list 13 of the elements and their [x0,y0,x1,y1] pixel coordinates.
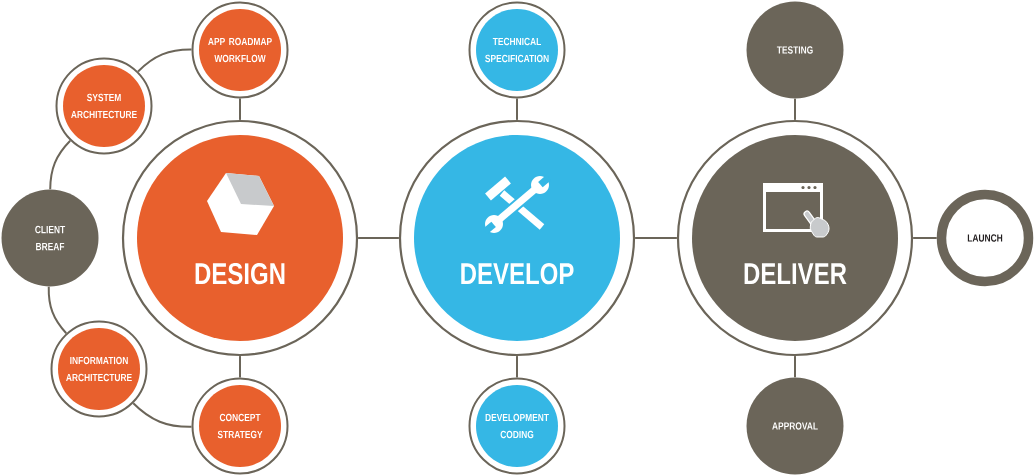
connector-line [47,285,68,335]
connector-line [516,97,518,121]
connector-line [49,139,72,191]
connector-line [794,97,796,121]
connector-line [516,355,518,379]
connector-line [794,355,796,379]
connector-line [634,237,678,239]
connector-line [137,48,193,73]
connector-line [239,355,241,379]
connector-line [912,237,938,239]
connector-line [357,237,400,239]
connector-line [132,402,193,428]
connector-line [239,97,241,121]
